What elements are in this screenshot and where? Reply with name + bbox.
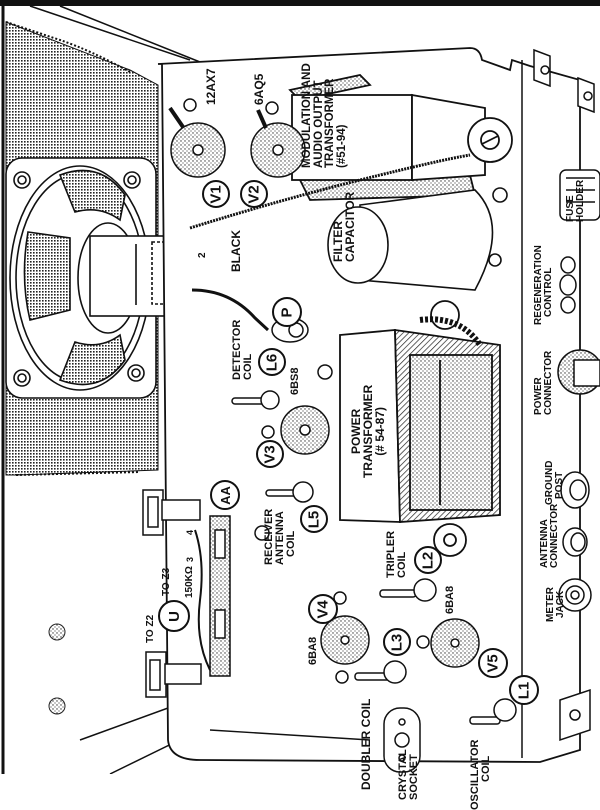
regeneration-control-label: REGENERATION CONTROL <box>533 245 554 325</box>
ground-post <box>560 471 590 509</box>
label-line: CONTROL <box>543 267 554 317</box>
resistor-label: 150KΩ <box>184 566 195 598</box>
label-line: COIL <box>480 755 492 782</box>
standoffs <box>142 489 202 698</box>
chassis-drawing <box>0 0 600 775</box>
tube-socket-v1 <box>168 98 226 178</box>
crystal-socket <box>383 707 421 773</box>
label-line: CAPACITOR <box>343 191 357 262</box>
black-wire-label: BLACK <box>229 230 243 272</box>
panel-screw <box>48 697 66 715</box>
label-line: COIL <box>242 353 254 380</box>
v2-type-label: 6AQ5 <box>252 73 266 105</box>
label-line: COIL <box>285 530 297 557</box>
label-line: CONNECTOR <box>549 503 560 568</box>
speaker <box>5 157 166 399</box>
power-transformer <box>339 300 501 557</box>
antenna-connector-label: ANTENNA CONNECTOR <box>539 503 560 568</box>
top-border <box>0 0 600 6</box>
fuse-holder-label: FUSE HOLDER <box>565 179 586 222</box>
meter-jack <box>558 578 592 612</box>
tag-u: U <box>158 600 190 632</box>
modulation-transformer <box>288 74 513 201</box>
label-line: CONNECTOR <box>543 350 554 415</box>
terminal-2-label: 2 <box>197 252 208 258</box>
v4-type-label: 6BA8 <box>307 636 319 665</box>
filter-capacitor-label: FILTER CAPACITOR <box>331 191 357 262</box>
tag-aa: AA <box>210 480 240 510</box>
tag-l3: L3 <box>383 628 411 656</box>
tube-socket-v2 <box>250 101 306 178</box>
lug-3-label: 3 <box>185 556 195 562</box>
tag-l6: L6 <box>258 348 286 376</box>
to-z2-label: TO Z2 <box>145 614 156 643</box>
wires <box>189 153 471 332</box>
tag-l2: L2 <box>414 546 442 574</box>
lug-4-label: 4 <box>185 529 195 535</box>
tripler-coil-label: TRIPLER COIL <box>385 531 408 578</box>
mounting-tabs <box>533 48 595 742</box>
tag-v4: V4 <box>308 594 338 624</box>
v1-type-label: 12AX7 <box>204 68 218 105</box>
tag-l5: L5 <box>300 505 328 533</box>
filter-capacitor <box>327 187 508 291</box>
power-connector-label: POWER CONNECTOR <box>533 350 554 415</box>
tag-p: P <box>272 297 302 327</box>
label-line: MODULATION AND <box>301 63 313 168</box>
label-line: (# 54-87) <box>373 406 387 456</box>
crystal-socket-label: CRYSTAL SOCKET <box>397 749 420 800</box>
detector-coil-label: DETECTOR COIL <box>231 320 254 380</box>
receiver-antenna-coil-label: RECEIVER ANTENNA COIL <box>263 509 297 565</box>
regeneration-control <box>559 256 577 314</box>
power-transformer-label: POWER TRANSFORMER (# 54-87) <box>349 385 387 478</box>
modulation-transformer-label: MODULATION AND AUDIO OUTPUT TRANSFORMER … <box>301 63 348 168</box>
v3-type-label: 6BS8 <box>289 367 301 395</box>
oscillator-coil-label: OSCILLATOR COIL <box>469 739 492 810</box>
label-line: POST <box>554 471 565 499</box>
label-line: SOCKET <box>408 754 420 800</box>
tube-socket-v5 <box>416 618 480 668</box>
label-line: HOLDER <box>575 179 586 222</box>
label-line: OSCILLATOR <box>469 739 481 810</box>
meter-jack-label: METER JACK <box>545 587 566 622</box>
antenna-connector <box>562 527 588 557</box>
tube-socket-v4 <box>320 591 370 684</box>
label-line: JACK <box>555 590 566 618</box>
fuse-holder <box>559 169 600 221</box>
coil-slugs <box>231 390 517 725</box>
label-line: TRANSFORMER <box>324 78 336 168</box>
schematic-illustration <box>0 0 600 775</box>
tube-socket-v3 <box>261 364 333 455</box>
tag-v2: V2 <box>240 180 268 208</box>
to-z3-label: TO Z3 <box>161 567 172 596</box>
tag-v5: V5 <box>478 648 508 678</box>
v5-type-label: 6BA8 <box>444 585 456 614</box>
doubler-coil-leader <box>209 729 371 741</box>
doubler-coil-label: DOUBLER COIL <box>359 698 373 790</box>
resistor-board <box>194 515 270 677</box>
tag-l1: L1 <box>509 675 539 705</box>
label-line: COIL <box>396 551 408 578</box>
label-line: (#51-94) <box>335 124 348 168</box>
panel-screw <box>48 623 66 641</box>
power-connector <box>557 349 600 395</box>
ground-post-label: GROUND POST <box>544 461 565 505</box>
tag-v1: V1 <box>202 180 230 208</box>
tag-v3: V3 <box>256 440 284 468</box>
